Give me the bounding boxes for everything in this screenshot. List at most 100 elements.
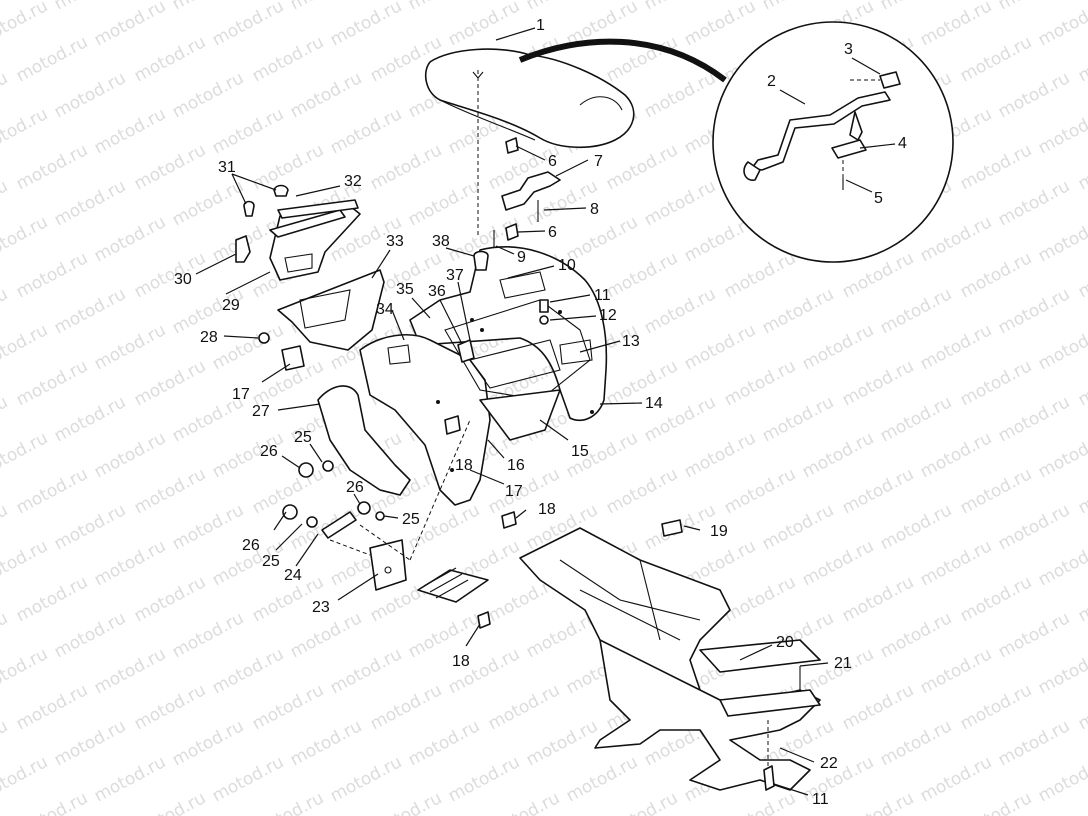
watermark-text: motod.ru xyxy=(877,284,955,338)
watermark-text: motod.ru xyxy=(563,752,641,806)
watermark-text: motod.ru xyxy=(1035,320,1088,374)
callout-1: 1 xyxy=(536,17,545,34)
watermark-text: motod.ru xyxy=(523,716,601,770)
watermark-text: motod.ru xyxy=(1035,644,1088,698)
watermark-text: motod.ru xyxy=(131,140,209,194)
callout-6a: 6 xyxy=(548,153,557,170)
callout-25c: 25 xyxy=(262,553,280,570)
watermark-text: motod.ru xyxy=(839,572,917,626)
watermark-text: motod.ru xyxy=(0,752,51,806)
watermark-text: motod.ru xyxy=(0,428,51,482)
callout-35: 35 xyxy=(396,281,414,298)
watermark-text: motod.ru xyxy=(91,428,169,482)
watermark-text: motod.ru xyxy=(995,284,1073,338)
watermark-text: motod.ru xyxy=(91,752,169,806)
watermark-text: motod.ru xyxy=(287,716,365,770)
watermark-text: motod.ru xyxy=(13,788,91,816)
callout-26b: 26 xyxy=(346,479,364,496)
watermark-text: motod.ru xyxy=(1075,680,1088,734)
watermark-text: motod.ru xyxy=(169,500,247,554)
watermark-text: motod.ru xyxy=(287,68,365,122)
watermark-text: motod.ru xyxy=(131,248,209,302)
callout-36: 36 xyxy=(428,283,446,300)
watermark-text: motod.ru xyxy=(1075,356,1088,410)
watermark-text: motod.ru xyxy=(957,32,1035,86)
watermark-text: motod.ru xyxy=(0,608,11,662)
callout-27: 27 xyxy=(252,403,270,420)
watermark-text: motod.ru xyxy=(249,788,327,816)
watermark-text: motod.ru xyxy=(957,248,1035,302)
callout-20: 20 xyxy=(776,634,794,651)
watermark-text: motod.ru xyxy=(1035,428,1088,482)
watermark-text: motod.ru xyxy=(131,356,209,410)
watermark-text: motod.ru xyxy=(249,140,327,194)
frame-assembly xyxy=(519,519,821,791)
watermark-text: motod.ru xyxy=(917,752,995,806)
callout-26a: 26 xyxy=(260,443,278,460)
watermark-text: motod.ru xyxy=(957,572,1035,626)
watermark-text: motod.ru xyxy=(839,356,917,410)
watermark-text: motod.ru xyxy=(0,104,51,158)
watermark-text: motod.ru xyxy=(209,644,287,698)
watermark-text: motod.ru xyxy=(839,680,917,734)
callout-2: 2 xyxy=(767,73,776,90)
watermark-text: motod.ru xyxy=(13,140,91,194)
watermark-text: motod.ru xyxy=(877,392,955,446)
watermark-text: motod.ru xyxy=(995,176,1073,230)
watermark-text: motod.ru xyxy=(1075,788,1088,816)
watermark-text: motod.ru xyxy=(995,68,1073,122)
watermark-text: motod.ru xyxy=(91,644,169,698)
watermark-text: motod.ru xyxy=(327,752,405,806)
callout-10: 10 xyxy=(558,257,576,274)
watermark-text: motod.ru xyxy=(327,644,405,698)
watermark-text: motod.ru xyxy=(917,212,995,266)
watermark-text: motod.ru xyxy=(169,176,247,230)
watermark-text: motod.ru xyxy=(209,752,287,806)
callout-12: 12 xyxy=(599,307,617,324)
watermark-text: motod.ru xyxy=(169,608,247,662)
watermark-text: motod.ru xyxy=(641,284,719,338)
watermark-text: motod.ru xyxy=(405,716,483,770)
watermark-text: motod.ru xyxy=(1075,140,1088,194)
watermark-text: motod.ru xyxy=(641,68,719,122)
watermark-text: motod.ru xyxy=(721,788,799,816)
watermark-text: motod.ru xyxy=(0,716,11,770)
watermark-text: motod.ru xyxy=(1075,464,1088,518)
callout-18b: 18 xyxy=(538,501,556,518)
watermark-text: motod.ru xyxy=(877,500,955,554)
latch-inset xyxy=(712,21,954,263)
watermark-text: motod.ru xyxy=(51,608,129,662)
watermark-text: motod.ru xyxy=(0,68,11,122)
watermark-text: motod.ru xyxy=(91,212,169,266)
watermark-text: motod.ru xyxy=(877,608,955,662)
callout-33: 33 xyxy=(386,233,404,250)
callout-11b: 11 xyxy=(812,791,829,808)
watermark-text: motod.ru xyxy=(917,0,995,50)
callout-13: 13 xyxy=(622,333,640,350)
watermark-text: motod.ru xyxy=(799,320,877,374)
watermark-text: motod.ru xyxy=(603,788,681,816)
callout-17a: 17 xyxy=(505,483,523,500)
watermark-text: motod.ru xyxy=(405,608,483,662)
watermark-text: motod.ru xyxy=(13,680,91,734)
watermark-text: motod.ru xyxy=(287,0,365,14)
callout-18a: 18 xyxy=(455,457,473,474)
watermark-text: motod.ru xyxy=(721,464,799,518)
watermark-text: motod.ru xyxy=(1075,572,1088,626)
watermark-text: motod.ru xyxy=(0,212,51,266)
watermark-text: motod.ru xyxy=(131,572,209,626)
watermark-text: motod.ru xyxy=(641,0,719,14)
watermark-text: motod.ru xyxy=(0,392,11,446)
watermark-text: motod.ru xyxy=(917,536,995,590)
watermark-text: motod.ru xyxy=(405,0,483,14)
watermark-text: motod.ru xyxy=(0,0,51,50)
watermark-text: motod.ru xyxy=(839,464,917,518)
callout-18c: 18 xyxy=(452,653,470,670)
watermark-text: motod.ru xyxy=(799,536,877,590)
watermark-text: motod.ru xyxy=(249,32,327,86)
watermark-text: motod.ru xyxy=(721,356,799,410)
watermark-text: motod.ru xyxy=(169,0,247,14)
watermark-text: motod.ru xyxy=(603,356,681,410)
watermark-text: motod.ru xyxy=(0,500,11,554)
watermark-text: motod.ru xyxy=(169,716,247,770)
